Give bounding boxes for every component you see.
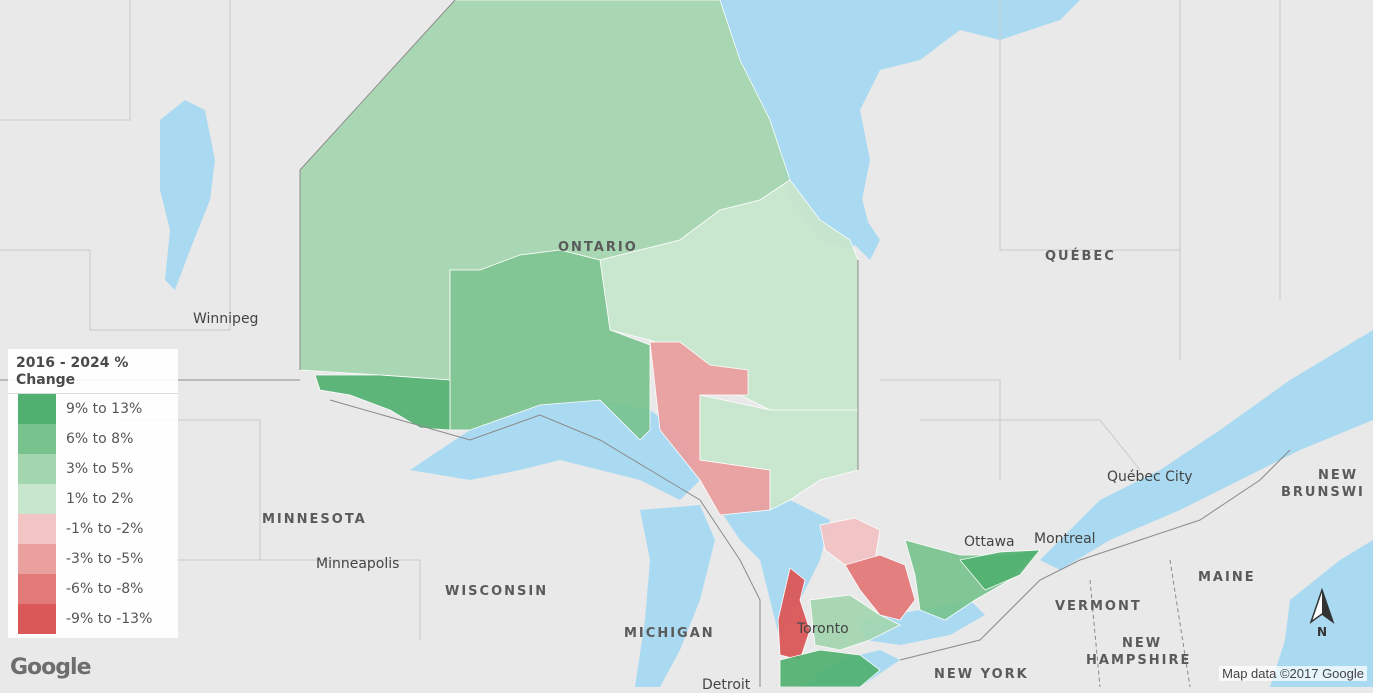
legend-label: 3% to 5% — [66, 461, 134, 477]
admin-lines — [0, 0, 1281, 640]
james-bay-water — [780, 150, 870, 250]
legend: 2016 - 2024 % Change 9% to 13% 6% to 8% 3%… — [8, 349, 178, 638]
label-new-hampshire-2: HAMPSHIRE — [1086, 653, 1192, 668]
legend-title: 2016 - 2024 % Change — [8, 349, 178, 394]
legend-label: -3% to -5% — [66, 551, 144, 567]
north-arrow-icon: N — [1309, 588, 1335, 638]
label-new-hampshire-1: NEW — [1122, 636, 1163, 651]
region-bruce[interactable] — [777, 567, 811, 661]
legend-swatch — [18, 574, 56, 604]
ontario-regions — [299, 0, 1042, 687]
lake-michigan — [635, 505, 715, 687]
region-southwest[interactable] — [779, 649, 881, 687]
region-gta[interactable] — [809, 594, 901, 651]
lake-winnipeg — [160, 100, 215, 290]
legend-label: 6% to 8% — [66, 431, 134, 447]
label-quebec-city: Québec City — [1107, 469, 1193, 485]
label-michigan: MICHIGAN — [624, 626, 715, 641]
label-winnipeg: Winnipeg — [193, 311, 259, 327]
label-wisconsin: WISCONSIN — [445, 584, 549, 599]
label-minnesota: MINNESOTA — [262, 512, 367, 527]
region-rainy-river[interactable] — [314, 374, 451, 431]
map-attribution[interactable]: Map data ©2017 Google — [1219, 666, 1367, 681]
label-new-brunswick-1: NEW — [1318, 468, 1359, 483]
st-lawrence — [1040, 330, 1373, 570]
compass-label: N — [1317, 625, 1327, 638]
label-toronto: Toronto — [797, 621, 849, 637]
legend-item: -9% to -13% — [8, 604, 178, 634]
label-new-york: NEW YORK — [934, 667, 1029, 682]
legend-item: 1% to 2% — [8, 484, 178, 514]
legend-label: -1% to -2% — [66, 521, 144, 537]
label-ontario: ONTARIO — [558, 240, 638, 255]
legend-label: -9% to -13% — [66, 611, 153, 627]
legend-swatch — [18, 394, 56, 424]
label-maine: MAINE — [1198, 570, 1256, 585]
legend-label: 1% to 2% — [66, 491, 134, 507]
legend-swatch — [18, 514, 56, 544]
label-detroit: Detroit — [702, 677, 751, 693]
google-logo[interactable]: Google — [10, 655, 91, 680]
region-muskoka[interactable] — [844, 554, 916, 621]
legend-item: 3% to 5% — [8, 454, 178, 484]
region-ottawa[interactable] — [959, 549, 1041, 591]
label-ottawa: Ottawa — [964, 534, 1015, 550]
label-montreal: Montreal — [1034, 531, 1096, 547]
region-thunder-bay[interactable] — [449, 249, 651, 441]
legend-item: -3% to -5% — [8, 544, 178, 574]
legend-swatch — [18, 604, 56, 634]
lake-huron — [720, 500, 830, 640]
label-vermont: VERMONT — [1055, 599, 1142, 614]
legend-rows: 9% to 13% 6% to 8% 3% to 5% 1% to 2% -1% to … — [8, 394, 178, 634]
legend-swatch — [18, 544, 56, 574]
legend-label: 9% to 13% — [66, 401, 143, 417]
legend-item: 6% to 8% — [8, 424, 178, 454]
legend-label: -6% to -8% — [66, 581, 144, 597]
label-quebec: QUÉBEC — [1045, 249, 1116, 264]
legend-item: -6% to -8% — [8, 574, 178, 604]
legend-swatch — [18, 424, 56, 454]
label-minneapolis: Minneapolis — [316, 556, 400, 572]
region-sudbury[interactable] — [699, 394, 859, 511]
legend-swatch — [18, 484, 56, 514]
legend-swatch — [18, 454, 56, 484]
legend-item: 9% to 13% — [8, 394, 178, 424]
label-new-brunswick-2: BRUNSWI — [1281, 485, 1365, 500]
legend-item: -1% to -2% — [8, 514, 178, 544]
